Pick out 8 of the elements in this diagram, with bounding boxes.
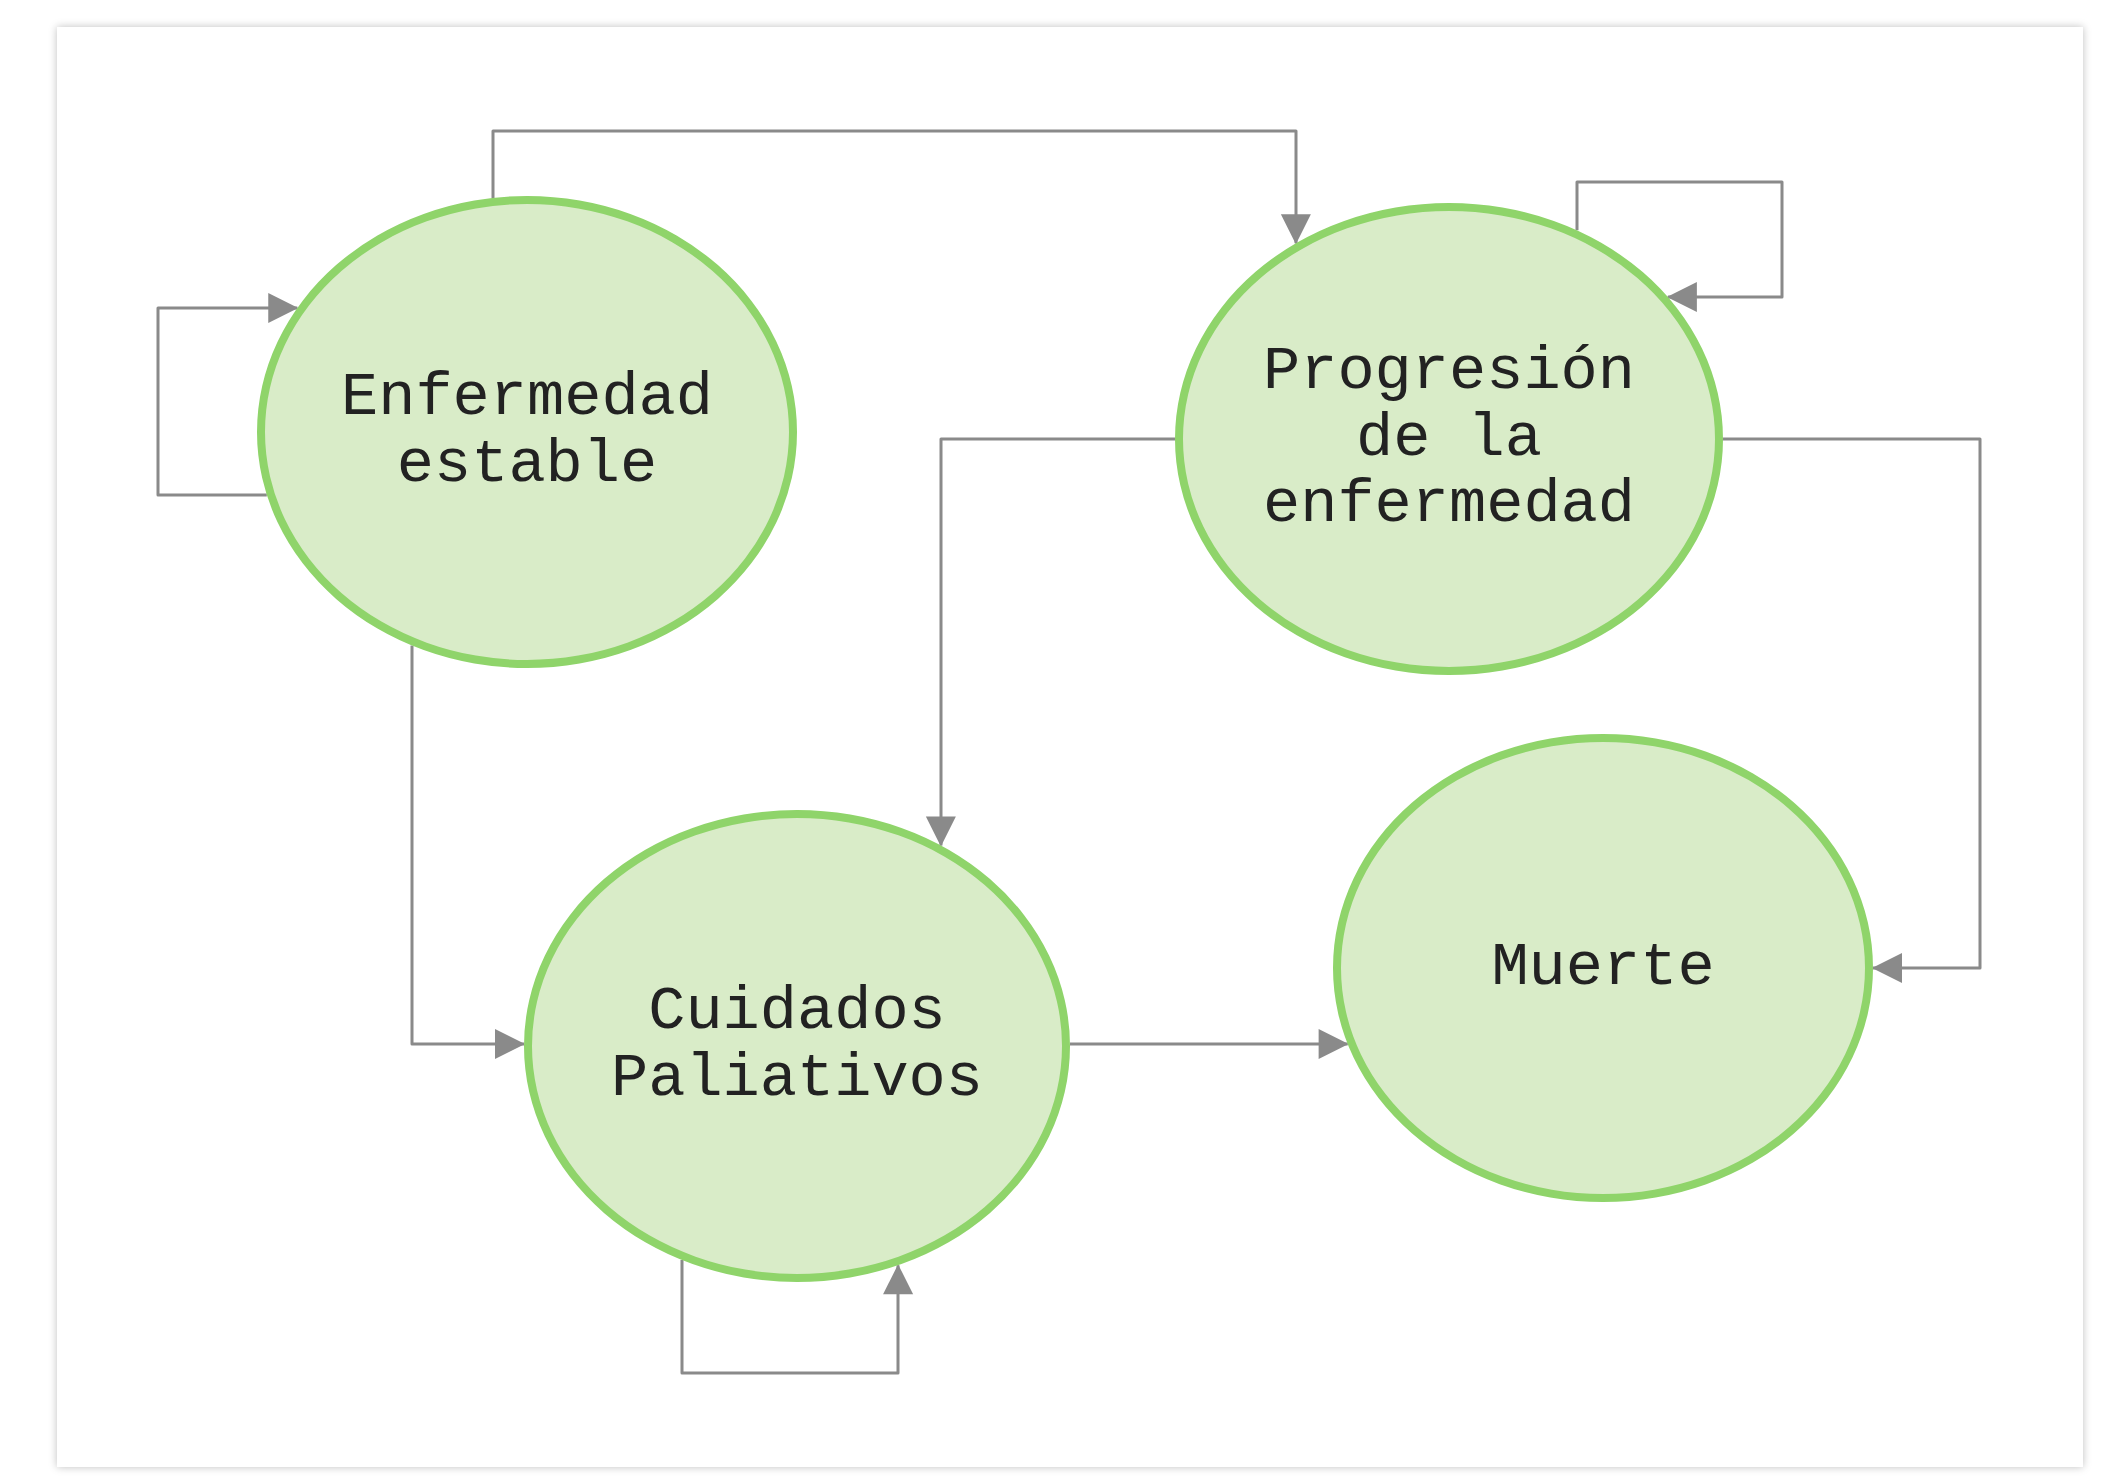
state-label: Enfermedad estable [339,365,715,499]
state-label: Progresión de la enfermedad [1261,338,1637,540]
state-label: Muerte [1491,934,1715,1002]
arrow [1575,180,1784,312]
arrow [925,437,1175,847]
arrow [1723,437,1982,983]
arrow [491,129,1311,245]
state-label: Cuidados Paliativos [609,979,985,1113]
